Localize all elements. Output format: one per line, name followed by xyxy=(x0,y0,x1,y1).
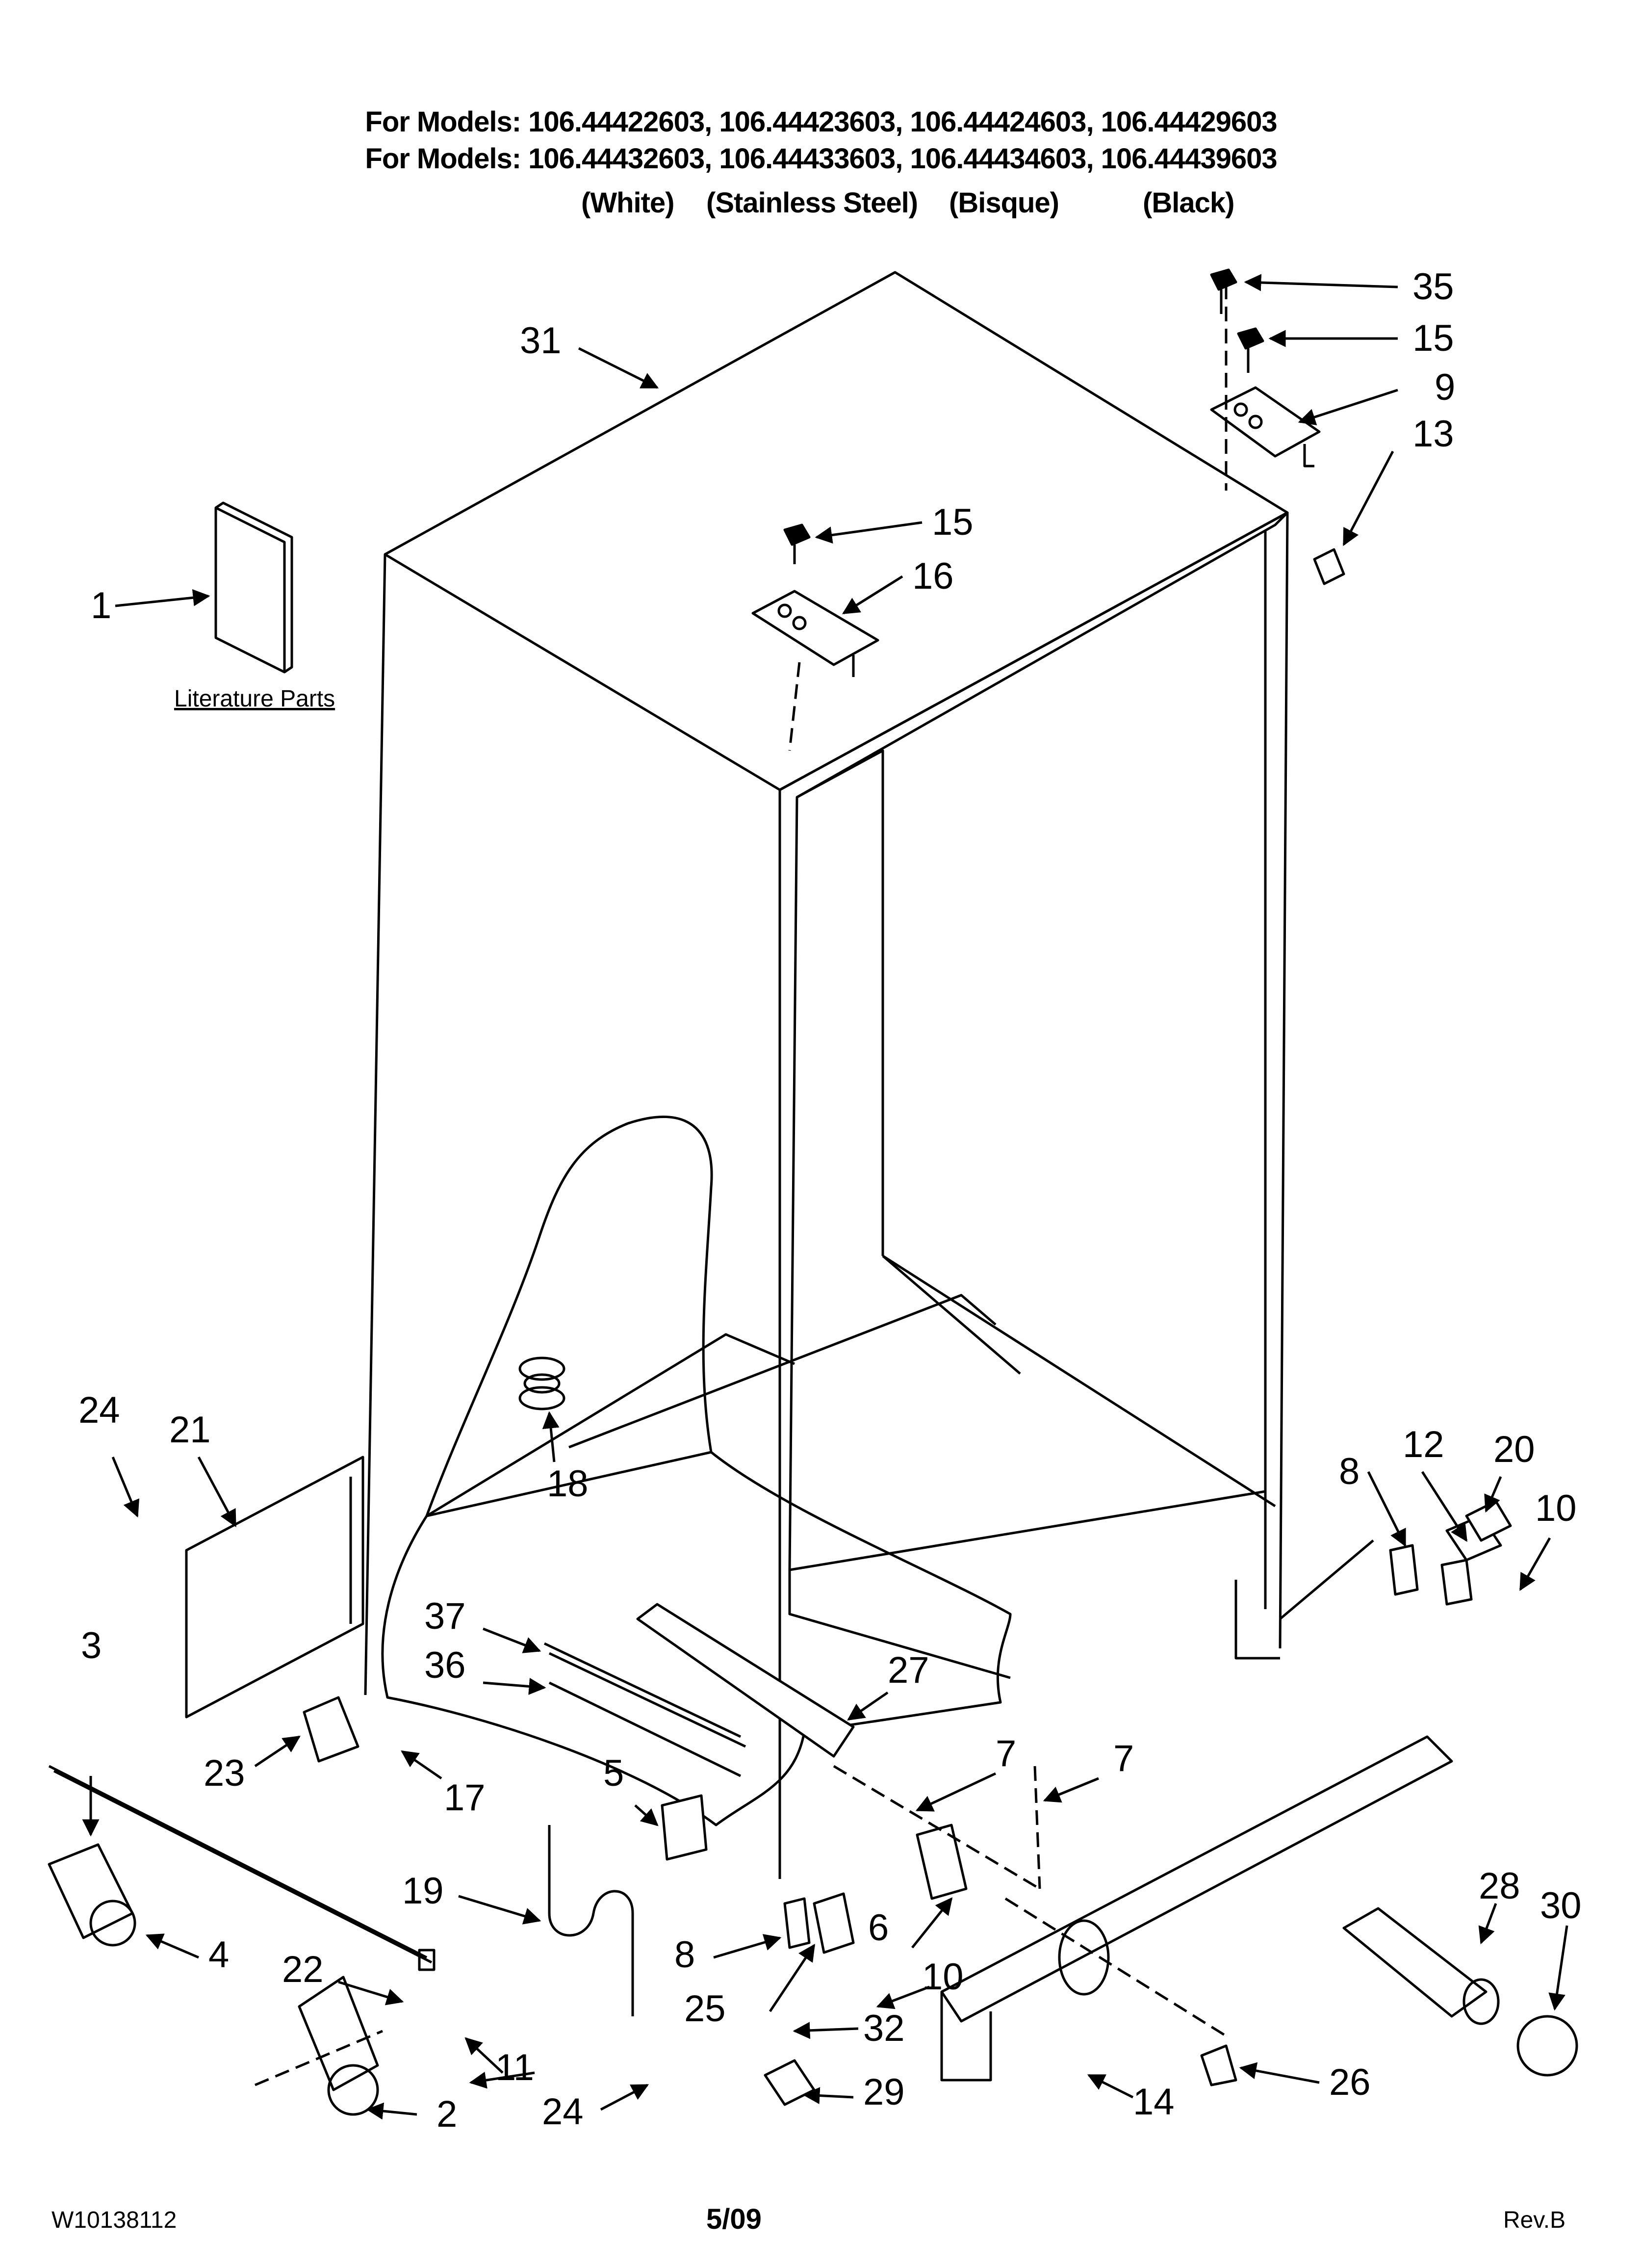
callout-19: 19 xyxy=(402,1870,444,1912)
screw-15-top-right xyxy=(1237,327,1264,373)
callout-5: 5 xyxy=(603,1752,624,1794)
callout-7-right: 7 xyxy=(1113,1738,1134,1779)
callout-21: 21 xyxy=(169,1409,211,1451)
color-bisque: (Bisque) xyxy=(949,187,1059,219)
callout-2: 2 xyxy=(436,2093,457,2135)
models-line-1: For Models: 106.44422603, 106.44423603, … xyxy=(365,106,1277,138)
callout-25: 25 xyxy=(684,1988,726,2030)
callout-35: 35 xyxy=(1412,266,1454,308)
filter-housing xyxy=(636,1603,855,1758)
literature-parts-label: Literature Parts xyxy=(174,686,335,712)
callout-9: 9 xyxy=(1435,366,1455,408)
literature-booklet xyxy=(214,501,293,674)
models-line-2: For Models: 106.44432603, 106.44433603, … xyxy=(365,143,1277,175)
hinge-pin-13 xyxy=(1313,548,1345,585)
callout-14: 14 xyxy=(1133,2081,1175,2123)
callout-16: 16 xyxy=(912,555,954,597)
drain-hose xyxy=(548,1825,634,2016)
screw-35 xyxy=(1210,268,1237,314)
filter-cap xyxy=(1516,2015,1578,2077)
callout-24-top: 24 xyxy=(78,1389,120,1431)
callout-36: 36 xyxy=(424,1644,466,1686)
top-hinge-center xyxy=(751,590,879,751)
tube-36 xyxy=(548,1681,742,1777)
callout-8-center: 8 xyxy=(674,1934,695,1976)
base-grille xyxy=(940,1735,1453,2082)
front-roller xyxy=(255,1976,383,2116)
rear-roller xyxy=(48,1843,136,1947)
callout-4: 4 xyxy=(208,1934,229,1976)
callout-10-center: 10 xyxy=(922,1956,964,1998)
bottom-hinge-center xyxy=(813,1892,855,1954)
callout-18: 18 xyxy=(547,1463,589,1505)
callout-3: 3 xyxy=(81,1625,102,1667)
callout-37: 37 xyxy=(424,1595,466,1637)
callout-24-bottom: 24 xyxy=(542,2091,584,2133)
screw-15-center xyxy=(783,523,811,564)
part-5 xyxy=(661,1794,708,1861)
cam-29 xyxy=(764,2059,816,2106)
roller-bracket xyxy=(303,1696,359,1763)
cabinet-cutaway xyxy=(381,1116,1012,1826)
callout-1: 1 xyxy=(91,585,111,626)
callout-20: 20 xyxy=(1493,1429,1535,1470)
leveling-rod xyxy=(48,1765,436,1971)
print-date: 5/09 xyxy=(706,2203,762,2235)
callout-8-right: 8 xyxy=(1339,1451,1360,1492)
refrigerator-cabinet xyxy=(364,271,1374,1879)
clip-26 xyxy=(1200,2044,1237,2086)
callout-17: 17 xyxy=(444,1777,486,1819)
callout-29: 29 xyxy=(863,2071,905,2113)
callout-30: 30 xyxy=(1540,1885,1582,1927)
shim-8-right xyxy=(1389,1544,1419,1596)
drain-grommet-18 xyxy=(518,1356,565,1410)
color-white: (White) xyxy=(581,187,674,219)
callout-6: 6 xyxy=(868,1907,889,1949)
callout-13: 13 xyxy=(1412,413,1454,455)
callout-11: 11 xyxy=(495,2047,534,2088)
color-black: (Black) xyxy=(1143,187,1234,219)
callout-15-center: 15 xyxy=(932,501,974,543)
color-stainless-steel: (Stainless Steel) xyxy=(706,187,918,219)
callout-27: 27 xyxy=(888,1649,929,1691)
rear-access-panel xyxy=(185,1456,364,1719)
callout-22: 22 xyxy=(282,1949,324,1990)
revision: Rev.B xyxy=(1503,2207,1566,2233)
callout-23: 23 xyxy=(204,1752,245,1794)
part-number: W10138112 xyxy=(51,2207,177,2233)
callout-31: 31 xyxy=(520,320,562,362)
top-hinge-right xyxy=(1210,386,1321,468)
water-filter xyxy=(1342,1907,1500,2025)
tube-37 xyxy=(543,1642,746,1748)
callout-7-left: 7 xyxy=(996,1733,1016,1774)
callout-32: 32 xyxy=(863,2007,905,2049)
bracket-6 xyxy=(916,1824,968,1900)
callout-10-right: 10 xyxy=(1535,1487,1577,1529)
shim-8-center xyxy=(783,1897,811,1949)
callout-12: 12 xyxy=(1403,1424,1444,1465)
callout-26: 26 xyxy=(1329,2061,1371,2103)
callout-15-top-right: 15 xyxy=(1412,317,1454,359)
callout-28: 28 xyxy=(1479,1865,1520,1907)
